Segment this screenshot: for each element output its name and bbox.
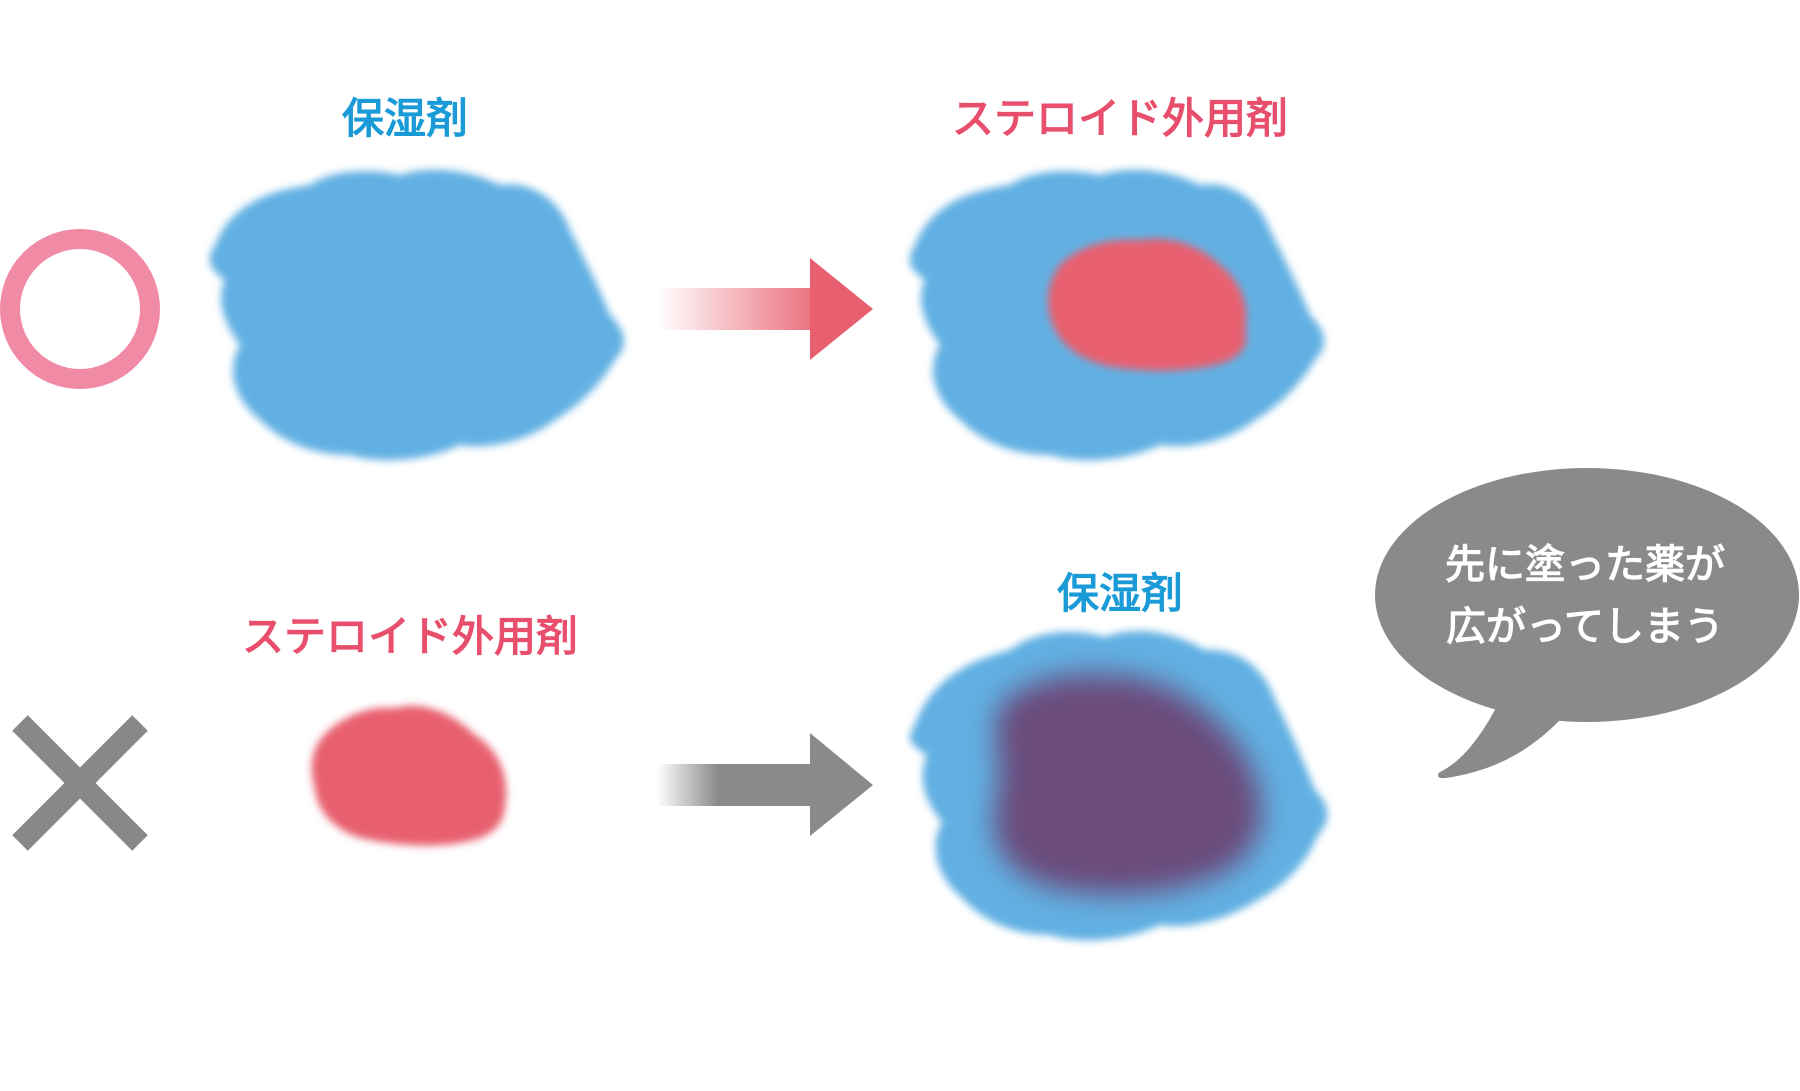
- row1-moisturizer-blob: [209, 169, 625, 461]
- row1-first-label: 保湿剤: [342, 94, 468, 143]
- row2-mixed-blob: [993, 673, 1262, 895]
- row2-steroid-blob: [311, 705, 507, 846]
- speech-bubble: [1375, 468, 1799, 779]
- row2-first-label: ステロイド外用剤: [242, 612, 578, 661]
- row2-arrow: [657, 733, 873, 836]
- wrong-mark-icon: [12, 715, 148, 851]
- row2-second-label: 保湿剤: [1057, 569, 1183, 618]
- correct-mark-icon: [0, 229, 160, 389]
- speech-bubble-line2: 広がってしまう: [1446, 604, 1724, 650]
- speech-bubble-line1: 先に塗った薬が: [1445, 542, 1725, 588]
- row1-second-label: ステロイド外用剤: [952, 94, 1288, 143]
- row1-arrow: [657, 258, 873, 360]
- row1-steroid-blob: [1048, 238, 1247, 371]
